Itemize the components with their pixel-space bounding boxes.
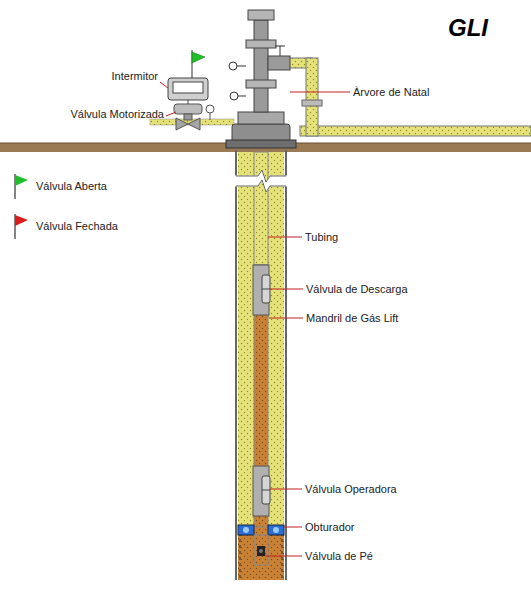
gas-lift-mandrel <box>253 466 270 516</box>
legend-text: Válvula Fechada <box>36 220 118 232</box>
legend-swatch <box>15 175 28 186</box>
part-label: Tubing <box>305 231 338 244</box>
title: GLI <box>448 14 488 42</box>
legend-item: Válvula Aberta <box>12 172 107 200</box>
legend-swatch <box>15 215 28 226</box>
christmas-tree <box>226 10 296 148</box>
intermitor <box>168 50 208 104</box>
packer <box>238 525 284 535</box>
legend-text: Válvula Aberta <box>36 180 107 192</box>
flowline <box>300 126 531 136</box>
part-label: Válvula Operadora <box>305 483 397 496</box>
part-label: Obturador <box>305 521 355 534</box>
flag-symbol <box>12 212 30 240</box>
legend-item: Válvula Fechada <box>12 212 118 240</box>
part-label: Válvula de Descarga <box>306 283 408 296</box>
part-label: Mandril de Gás Lift <box>306 312 398 325</box>
gas-lift-mandrel <box>253 265 270 315</box>
part-label: Àrvore de Natal <box>353 86 429 99</box>
standing-valve <box>254 535 268 565</box>
part-label: Válvula Motorizada <box>70 108 164 121</box>
part-label: Intermitor <box>112 70 158 83</box>
motorized-valve <box>174 104 214 130</box>
wellbore <box>232 150 290 580</box>
part-label: Válvula de Pé <box>305 550 373 563</box>
flag-symbol <box>12 172 30 200</box>
